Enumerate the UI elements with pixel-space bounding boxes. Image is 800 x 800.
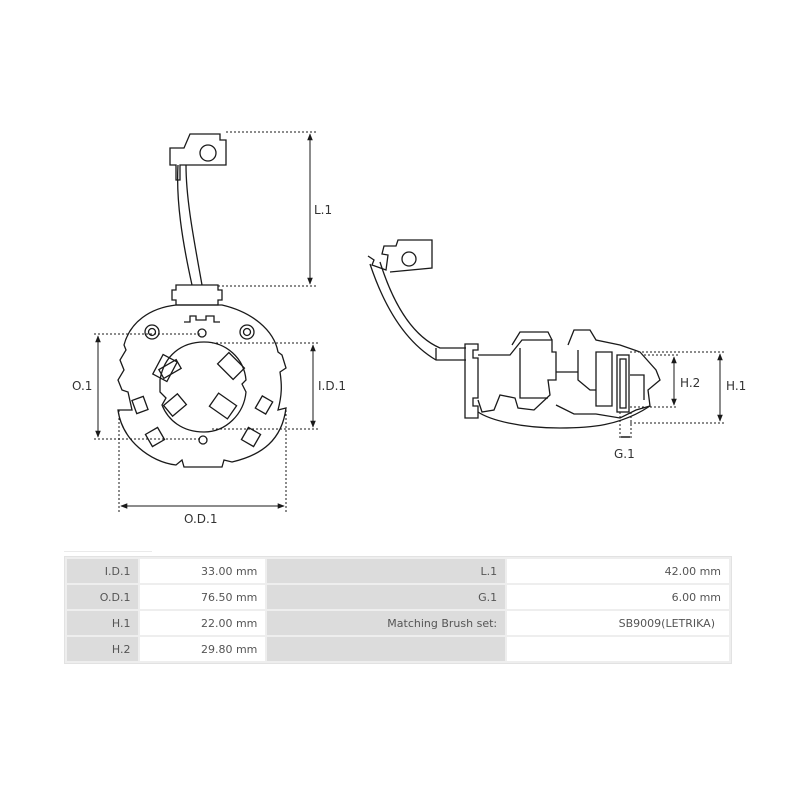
side-view xyxy=(367,239,661,429)
dim-label-h2: H.2 xyxy=(680,376,700,390)
spec-value: 76.50 mm xyxy=(140,585,266,609)
terminal-tab-icon xyxy=(169,133,227,181)
dim-label-o1: O.1 xyxy=(72,379,92,393)
dim-label-g1: G.1 xyxy=(614,447,635,461)
spec-label: H.1 xyxy=(67,611,139,635)
spec-value: 33.00 mm xyxy=(140,559,266,583)
spec-label: L.1 xyxy=(267,559,506,583)
top-view-dimensions xyxy=(94,131,320,512)
top-view xyxy=(117,133,287,468)
spec-label: Matching Brush set: xyxy=(267,611,506,635)
dim-label-id1: I.D.1 xyxy=(318,379,346,393)
spec-value: 42.00 mm xyxy=(507,559,729,583)
spec-label xyxy=(267,637,506,661)
side-view-dimensions xyxy=(619,351,724,440)
table-row: H.1 22.00 mm Matching Brush set: SB9009(… xyxy=(67,611,729,635)
side-wire xyxy=(369,263,466,361)
holder-plate xyxy=(117,304,287,468)
brush-holder-technical-drawing: L.1 O.1 I.D.1 O.D.1 H.2 H.1 G.1 xyxy=(72,131,746,526)
wire xyxy=(176,164,193,286)
table-row: O.D.1 76.50 mm G.1 6.00 mm xyxy=(67,585,729,609)
spec-value: 6.00 mm xyxy=(507,585,729,609)
spec-label: I.D.1 xyxy=(67,559,139,583)
spec-label: H.2 xyxy=(67,637,139,661)
table-row: H.2 29.80 mm xyxy=(67,637,729,661)
table-row: I.D.1 33.00 mm L.1 42.00 mm xyxy=(67,559,729,583)
spec-label: O.D.1 xyxy=(67,585,139,609)
specifications-table: I.D.1 33.00 mm L.1 42.00 mm O.D.1 76.50 … xyxy=(64,556,732,664)
matching-brush-set-value: SB9009(LETRIKA) xyxy=(507,611,729,635)
spec-value: 29.80 mm xyxy=(140,637,266,661)
spec-label: G.1 xyxy=(267,585,506,609)
dim-label-od1: O.D.1 xyxy=(184,512,217,526)
spec-value: 22.00 mm xyxy=(140,611,266,635)
dim-label-h1: H.1 xyxy=(726,379,746,393)
dim-label-l1: L.1 xyxy=(314,203,332,217)
divider xyxy=(64,551,152,552)
side-terminal-tab-icon xyxy=(367,239,433,273)
spec-value xyxy=(507,637,729,661)
specifications-table-container: I.D.1 33.00 mm L.1 42.00 mm O.D.1 76.50 … xyxy=(64,556,732,664)
